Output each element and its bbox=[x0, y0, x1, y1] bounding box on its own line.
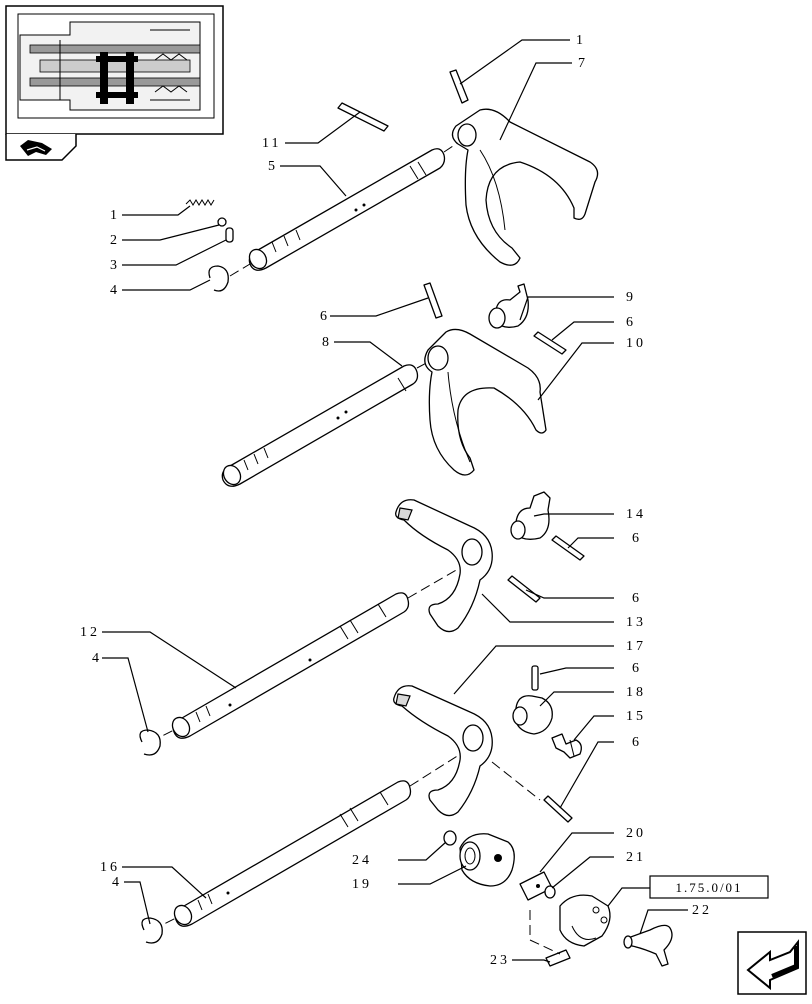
callout-14: 14 bbox=[626, 507, 646, 522]
axis-line bbox=[491, 761, 541, 801]
callout-6: 6 bbox=[632, 735, 642, 750]
reference-box-label: 1.75.0/01 bbox=[675, 880, 742, 895]
circlip-4-bottom bbox=[141, 917, 163, 944]
book-icon-tab[interactable] bbox=[5, 134, 77, 161]
circlip-4-mid bbox=[139, 729, 161, 756]
callout-6: 1 bbox=[576, 33, 586, 48]
callout-6: 6 bbox=[632, 661, 642, 676]
fork-10 bbox=[424, 328, 547, 476]
shaft-5 bbox=[248, 148, 446, 271]
callout-12: 12 bbox=[80, 625, 100, 640]
arrow-icon bbox=[746, 939, 799, 991]
callout-19: 19 bbox=[352, 877, 372, 892]
callout-9: 9 bbox=[626, 290, 636, 305]
shaft-16 bbox=[173, 780, 412, 927]
axis-line bbox=[529, 910, 561, 955]
next-page-arrow-button[interactable] bbox=[737, 931, 807, 995]
callout-18: 18 bbox=[626, 685, 646, 700]
callout-4: 4 bbox=[92, 651, 102, 666]
callout-15: 15 bbox=[626, 709, 646, 724]
callout-6: 6 bbox=[320, 309, 330, 324]
fork-13 bbox=[395, 499, 493, 633]
callout-4: 4 bbox=[112, 875, 122, 890]
callout-labels: 1 7 11 5 1 2 3 4 6 8 9 6 10 14 6 6 13 12… bbox=[80, 33, 712, 968]
axis-line bbox=[229, 263, 251, 277]
collar-18 bbox=[512, 695, 553, 735]
spring-1 bbox=[185, 199, 215, 206]
lever-22 bbox=[559, 894, 611, 947]
roll-pin-6-mid bbox=[423, 282, 443, 319]
fork-17 bbox=[393, 685, 493, 817]
callout-6: 6 bbox=[632, 591, 642, 606]
axis-line bbox=[416, 359, 433, 369]
roll-pin-6-g3b bbox=[507, 575, 541, 603]
housing-19 bbox=[459, 833, 515, 887]
washer-21 bbox=[544, 885, 556, 899]
axis-line bbox=[409, 747, 471, 787]
roll-pin-6-right bbox=[533, 331, 567, 355]
leader-lines bbox=[102, 39, 688, 963]
o-ring-24 bbox=[443, 830, 457, 846]
callout-16: 16 bbox=[100, 860, 120, 875]
reference-box[interactable]: 1.75.0/01 bbox=[649, 875, 769, 899]
shaft-8 bbox=[221, 364, 419, 487]
collar-14 bbox=[510, 491, 551, 540]
callout-4: 4 bbox=[110, 283, 120, 298]
callout-17: 17 bbox=[626, 639, 646, 654]
callout-5: 5 bbox=[268, 159, 278, 174]
leader-ref bbox=[607, 887, 650, 907]
callout-7: 7 bbox=[578, 56, 588, 71]
fork-7 bbox=[451, 108, 599, 266]
callout-22: 22 bbox=[692, 903, 712, 918]
callout-11: 11 bbox=[262, 136, 281, 151]
callout-2: 2 bbox=[110, 233, 120, 248]
callout-3: 3 bbox=[110, 258, 120, 273]
callout-21: 21 bbox=[626, 850, 646, 865]
callout-20: 20 bbox=[626, 826, 646, 841]
callout-1: 1 bbox=[110, 208, 120, 223]
pin-11 bbox=[337, 102, 389, 132]
roll-pin-6-g4a bbox=[531, 665, 539, 691]
callout-13: 13 bbox=[626, 615, 646, 630]
ball-2 bbox=[217, 217, 227, 227]
axis-line bbox=[407, 561, 471, 599]
circlip-4-top bbox=[208, 265, 229, 292]
grease-fitting-15 bbox=[551, 733, 582, 759]
locator-thumbnail[interactable] bbox=[5, 5, 224, 135]
roll-pin-6-g4b bbox=[543, 795, 573, 823]
callout-6: 6 bbox=[632, 531, 642, 546]
collar-9 bbox=[488, 283, 529, 329]
callout-24: 24 bbox=[352, 853, 372, 868]
callout-23: 23 bbox=[490, 953, 510, 968]
shaft-12 bbox=[171, 592, 410, 739]
callout-6: 6 bbox=[626, 315, 636, 330]
callout-10: 10 bbox=[626, 336, 646, 351]
pin-3 bbox=[225, 227, 234, 243]
handle-22 bbox=[623, 924, 673, 967]
roll-pin-6-top bbox=[449, 69, 469, 104]
bolt-23 bbox=[545, 949, 571, 967]
callout-8: 8 bbox=[322, 335, 332, 350]
